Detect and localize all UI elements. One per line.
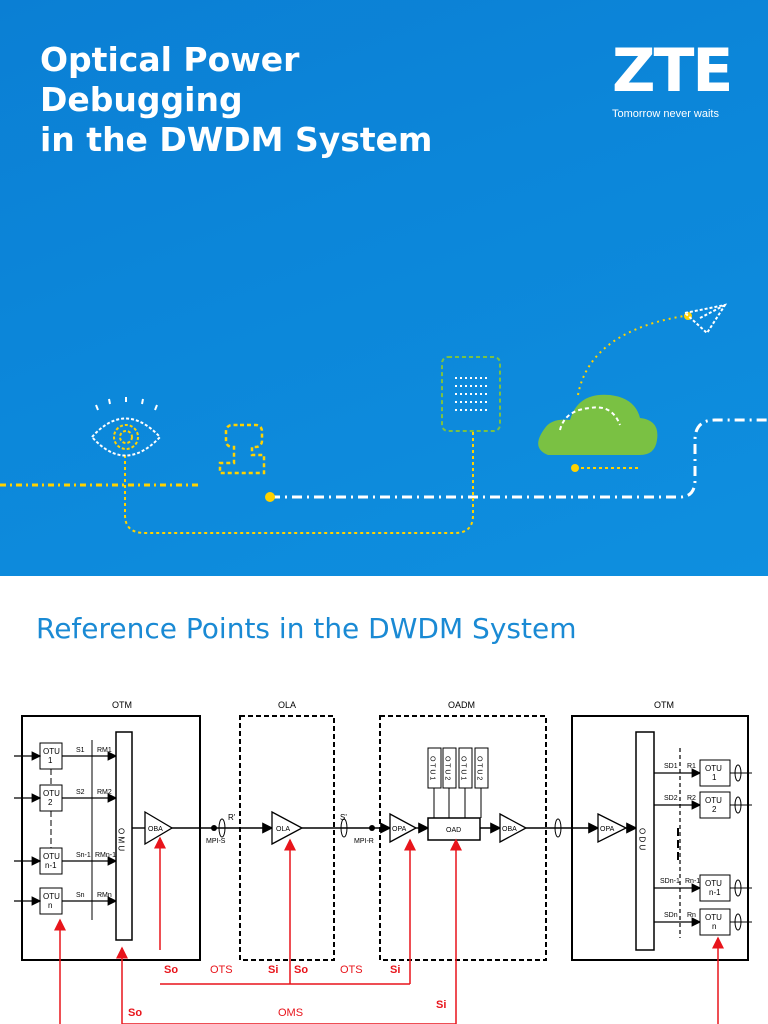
cover-title-line1: Optical Power Debugging: [40, 40, 300, 119]
opa-amp-oadm: [389, 812, 418, 844]
oba-label-left: OBA: [148, 826, 163, 833]
s-right-n-1: SDn-1: [660, 878, 680, 885]
otm-right-frame: [571, 715, 749, 961]
span-si-3: Si: [436, 999, 446, 1011]
person-icon: [218, 423, 266, 475]
oba-label-oadm: OBA: [502, 826, 517, 833]
span-so-2: So: [294, 964, 308, 976]
r-right-2: R2: [687, 795, 696, 802]
s-prime-label: S': [340, 813, 347, 822]
oadm-otu-1: O T U 1: [429, 756, 436, 780]
logo-tagline: Tomorrow never waits: [612, 108, 719, 120]
omu-block: [115, 731, 133, 941]
document-icon: [441, 356, 501, 432]
span-si-2: Si: [390, 964, 400, 976]
site-label-ola: OLA: [278, 700, 296, 710]
oba-amp-oadm: [499, 812, 528, 844]
s-right-n: SDn: [664, 912, 678, 919]
logo-brand: ZTE: [612, 36, 733, 106]
r-left-1: RM1: [97, 747, 112, 754]
connector-loop: [124, 432, 474, 534]
span-ots-1: OTS: [210, 964, 233, 976]
opa-amp-right: [597, 812, 628, 844]
s-right-1: SD1: [664, 763, 678, 770]
cover-title-line2: in the DWDM System: [40, 120, 433, 159]
s-left-1: S1: [76, 747, 85, 754]
odu-label: O D U: [638, 828, 647, 850]
cover-banner: Optical Power Debugging in the DWDM Syst…: [0, 0, 768, 576]
r-right-1: R1: [687, 763, 696, 770]
cover-title: Optical Power Debugging in the DWDM Syst…: [40, 40, 510, 160]
span-so-3: So: [128, 1007, 142, 1019]
site-label-otm-left: OTM: [112, 700, 132, 710]
site-label-oadm: OADM: [448, 700, 475, 710]
opa-label-right: OPA: [600, 826, 615, 833]
r-left-n-1: RMn-1: [95, 852, 116, 859]
s-left-n: Sn: [76, 892, 85, 899]
otm-left-frame: [21, 715, 201, 961]
oadm-frame: [379, 715, 547, 961]
ola-frame: [239, 715, 335, 961]
mpi-s-label: MPI-S: [206, 838, 226, 845]
r-left-n: RMn: [97, 892, 112, 899]
r-left-2: RM2: [97, 789, 112, 796]
ola-amp: [271, 810, 304, 846]
span-ots-2: OTS: [340, 964, 363, 976]
odu-block: [635, 731, 655, 951]
zte-logo: ZTE Tomorrow never waits: [612, 36, 733, 120]
eye-icon: [90, 397, 162, 457]
oadm-otu-2: O T U 2: [444, 756, 451, 780]
omu-label: O M U: [117, 828, 126, 851]
section-title: Reference Points in the DWDM System: [36, 612, 577, 645]
span-oms: OMS: [278, 1007, 303, 1019]
paper-plane-icon: [682, 303, 728, 335]
ola-label: OLA: [276, 826, 290, 833]
r-right-n-1: Rn-1: [685, 878, 700, 885]
span-si-1: Si: [268, 964, 278, 976]
r-right-n: Rn: [687, 912, 696, 919]
oadm-otu-3: O T U 1: [460, 756, 467, 780]
span-so-1: So: [164, 964, 178, 976]
oad-label: OAD: [446, 827, 461, 834]
s-right-2: SD2: [664, 795, 678, 802]
opa-label-oadm: OPA: [392, 826, 407, 833]
mpi-r-label: MPI-R: [354, 838, 374, 845]
s-left-2: S2: [76, 789, 85, 796]
site-label-otm-right: OTM: [654, 700, 674, 710]
oadm-otu-4: O T U 2: [476, 756, 483, 780]
s-left-n-1: Sn-1: [76, 852, 91, 859]
cover-illustration: [0, 303, 768, 534]
cloud-icon: [538, 394, 658, 455]
oba-amp-left: [144, 810, 174, 846]
r-prime-label: R': [228, 813, 236, 822]
connector-line-right: [270, 418, 768, 499]
